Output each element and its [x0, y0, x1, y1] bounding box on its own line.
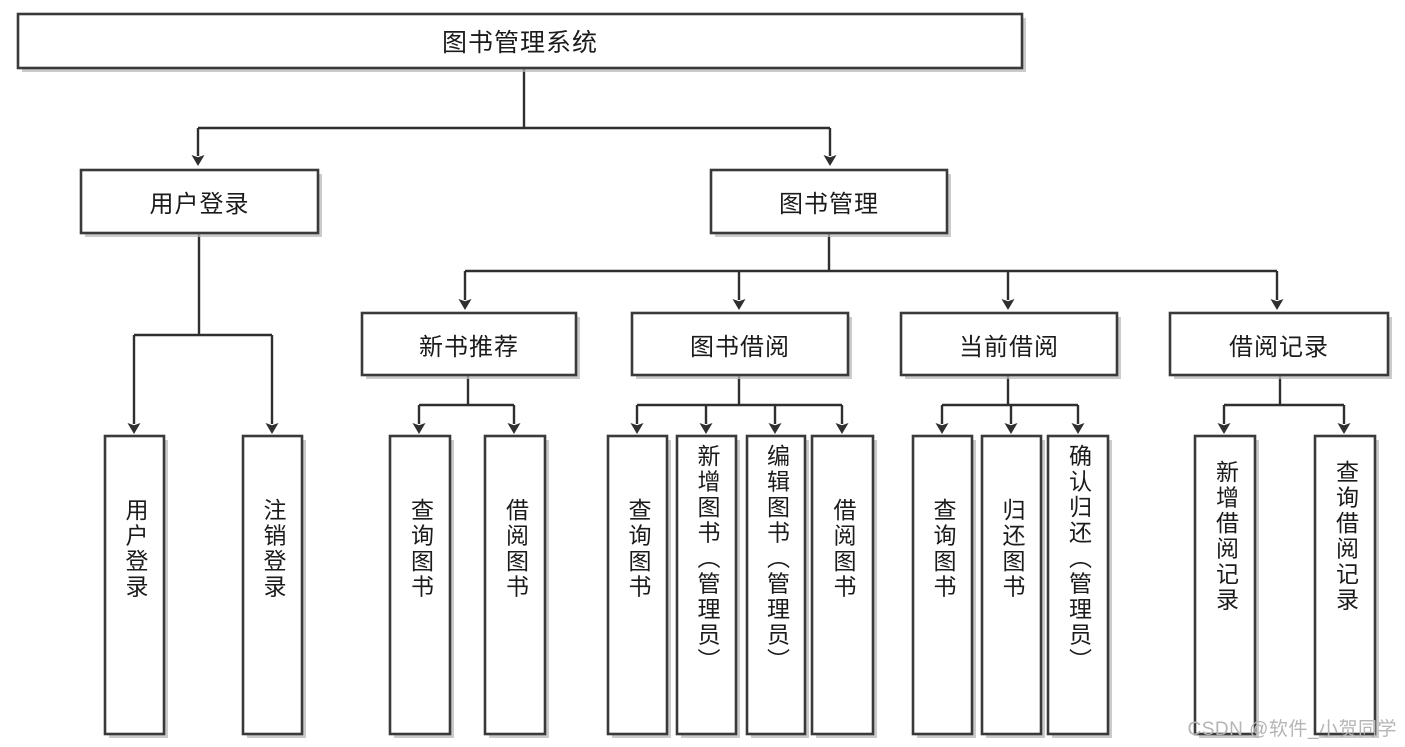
- node-box-leaf-bw-query[interactable]: [606, 434, 669, 736]
- node-box-leaf-nb-query[interactable]: [388, 434, 452, 736]
- node-box-leaf-cu-query[interactable]: [911, 434, 974, 736]
- node-box-current[interactable]: [899, 311, 1119, 377]
- node-box-leaf-cu-return[interactable]: [980, 434, 1043, 736]
- node-box-leaf-rc-query[interactable]: [1313, 434, 1377, 736]
- node-box-record[interactable]: [1168, 311, 1390, 377]
- node-box-user-login[interactable]: [79, 168, 320, 235]
- node-box-leaf-rc-add[interactable]: [1193, 434, 1257, 736]
- node-box-leaf-bw-add[interactable]: [675, 434, 738, 736]
- node-box-root[interactable]: [16, 12, 1024, 70]
- node-box-borrow[interactable]: [630, 311, 850, 377]
- node-box-leaf-cu-confirm[interactable]: [1046, 434, 1110, 736]
- node-box-leaf-bw-borrow[interactable]: [810, 434, 875, 736]
- node-box-new-book[interactable]: [360, 311, 578, 377]
- node-box-leaf-logout[interactable]: [241, 434, 304, 736]
- node-box-leaf-user-login[interactable]: [103, 434, 166, 736]
- node-boxes: [16, 12, 1390, 736]
- node-box-leaf-bw-edit[interactable]: [745, 434, 807, 736]
- connectors: [127, 68, 1351, 434]
- csdn-watermark: CSDN @软件_小贺同学: [1187, 719, 1397, 740]
- node-box-book-manage[interactable]: [709, 168, 949, 235]
- node-box-leaf-nb-borrow[interactable]: [483, 434, 547, 736]
